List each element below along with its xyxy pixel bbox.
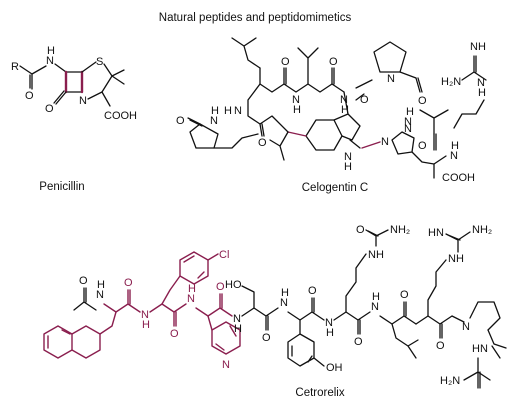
cetro-o-3: O: [216, 281, 225, 293]
celogentin-guan-nh: NH: [470, 41, 486, 53]
celogentin-proline-ring: [373, 41, 407, 73]
penicillin-acyl-bond: [19, 65, 47, 90]
penicillin-ring-s: S: [96, 56, 103, 68]
penicillin-ring-n: N: [79, 95, 87, 107]
penicillin-structure: R O N H O N S COOH: [11, 45, 137, 122]
cetro-urea-nh2: NH₂: [390, 224, 410, 236]
cetro-o-1: O: [124, 277, 133, 289]
celogentin-h-3: H: [406, 106, 414, 118]
celogentin-nh-5: N: [234, 105, 242, 117]
celogentin-indole-benzene: [305, 119, 343, 151]
penicillin-r-label: R: [11, 61, 19, 73]
celogentin-imid-n: N: [381, 136, 389, 148]
cetro-h-1: H: [97, 279, 105, 291]
cetro-tyrosine-ring: [287, 333, 315, 367]
cetro-o-6: O: [354, 336, 363, 348]
cetro-o-7: O: [400, 289, 409, 301]
cetro-naphthalene-ring-b: [43, 325, 73, 359]
cetro-o-8: O: [436, 340, 445, 352]
celogentin-h-5: H: [224, 105, 232, 117]
celogentin-o-6: O: [258, 137, 267, 149]
cetro-nh-7: N: [371, 301, 379, 313]
celogentin-nh-3: N: [404, 116, 412, 128]
celogentin-h-2: H: [341, 104, 349, 116]
celogentin-o-1: O: [281, 56, 290, 68]
cetro-nh-1: N: [96, 289, 104, 301]
cetro-hn-end: HN: [472, 343, 488, 355]
celogentin-indole-h: H: [344, 161, 352, 173]
cetro-proline-ring: [469, 301, 501, 331]
celogentin-structure: O O N H N H N O O H₂N NH N H N H O N H C…: [176, 37, 487, 184]
penicillin-amide-n: N: [46, 55, 54, 67]
celogentin-cooh: COOH: [442, 172, 475, 184]
cetro-urea-o: O: [356, 224, 365, 236]
cetro-h-3: H: [188, 283, 196, 295]
celogentin-imid-n2: N: [404, 123, 412, 135]
penicillin-beta-lactam: [65, 71, 83, 93]
penicillin-carbonyl-o: O: [25, 90, 34, 102]
celogentin-guan-n: N: [477, 77, 485, 89]
cetro-pyridine-n: N: [222, 359, 230, 371]
cetrorelix-caption: Cetrorelix: [295, 387, 344, 399]
cetro-nh-5: N: [280, 297, 288, 309]
cetro-nh-2: N: [141, 309, 149, 321]
celogentin-nh-1: N: [292, 94, 300, 106]
cetro-o-acetyl: O: [79, 275, 88, 287]
cetro-nh-3: N: [187, 293, 195, 305]
cetro-nh-6: N: [325, 317, 333, 329]
cetro-guan-nh2: NH₂: [472, 224, 492, 236]
cetro-h-7: H: [372, 291, 380, 303]
figure-title: Natural peptides and peptidomimetics: [159, 12, 352, 24]
celogentin-pglu-n: N: [210, 115, 218, 127]
celogentin-o-2: O: [329, 56, 338, 68]
cetro-pyridine-ring: [211, 321, 241, 355]
cetro-guan-nh: NH: [448, 253, 464, 265]
cetro-oh: OH: [326, 362, 343, 374]
celogentin-indole-n: N: [344, 151, 352, 163]
celogentin-o-3: O: [360, 94, 369, 106]
penicillin-lactam-o: O: [45, 103, 54, 115]
cetro-nh-4: N: [233, 313, 241, 325]
celogentin-pro-n: N: [387, 73, 395, 85]
cetro-o-2: O: [170, 328, 179, 340]
cetro-h-5: H: [281, 287, 289, 299]
cetro-h-2: H: [142, 319, 150, 331]
cetro-o-5: O: [308, 285, 317, 297]
celogentin-guan-h: H: [478, 87, 486, 99]
penicillin-amide-h: H: [47, 45, 55, 57]
cetro-cl: Cl: [219, 249, 229, 261]
celogentin-caption: Celogentin C: [302, 182, 368, 194]
celogentin-h2n: H₂N: [441, 76, 461, 88]
celogentin-nh-4: N: [450, 150, 458, 162]
celogentin-o-5: O: [418, 140, 427, 152]
cetro-naphthalene-ring-a: [71, 325, 101, 359]
cetro-ho: HO: [225, 279, 242, 291]
cetro-guan-hn: HN: [428, 227, 444, 239]
penicillin-caption: Penicillin: [39, 181, 84, 193]
celogentin-nh-2: N: [340, 94, 348, 106]
celogentin-pglu-h: H: [211, 105, 219, 117]
cetro-h-6: H: [326, 327, 334, 339]
cetro-o-4: O: [262, 332, 271, 344]
celogentin-o-7: O: [176, 115, 185, 127]
penicillin-cooh: COOH: [104, 110, 137, 122]
cetro-h-4: H: [234, 323, 242, 335]
celogentin-h-4: H: [451, 140, 459, 152]
celogentin-o-4: O: [418, 95, 427, 107]
cetro-h2n: H₂N: [440, 375, 460, 387]
cetro-pro-n: N: [462, 321, 470, 333]
celogentin-top-backbone: [259, 67, 345, 93]
cetro-urea-nh: NH: [368, 249, 384, 261]
celogentin-pyroglutamate-ring: [189, 123, 219, 149]
celogentin-indole-pyrrole: [333, 113, 361, 141]
celogentin-imidazole-ring: [391, 131, 415, 155]
celogentin-h-1: H: [293, 104, 301, 116]
cetrorelix-structure: O N H O N H O Cl N H O N N H O HO: [43, 224, 507, 389]
